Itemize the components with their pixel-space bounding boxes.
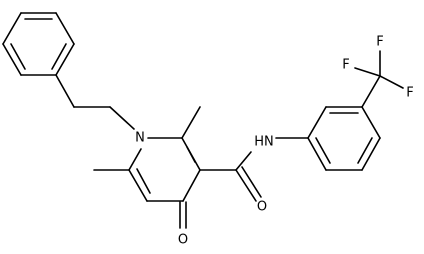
aryl-ring [307, 106, 381, 171]
amide-group [199, 137, 309, 202]
atom-f-left: F [342, 58, 349, 73]
atom-n-ring: N [135, 131, 145, 146]
atom-f-top: F [376, 35, 383, 50]
atom-o-amide: O [257, 200, 267, 215]
phenyl-ring [2, 12, 75, 76]
atom-o-carbonyl-ring: O [178, 233, 188, 248]
atom-nh: HN [254, 135, 274, 150]
ethyl-linker [55, 74, 135, 130]
cf3-group [354, 50, 404, 108]
methyl-top [181, 106, 201, 139]
ring-carbonyl [179, 201, 187, 229]
pyridinone-ring [128, 137, 201, 202]
atom-f-right: F [406, 86, 413, 101]
